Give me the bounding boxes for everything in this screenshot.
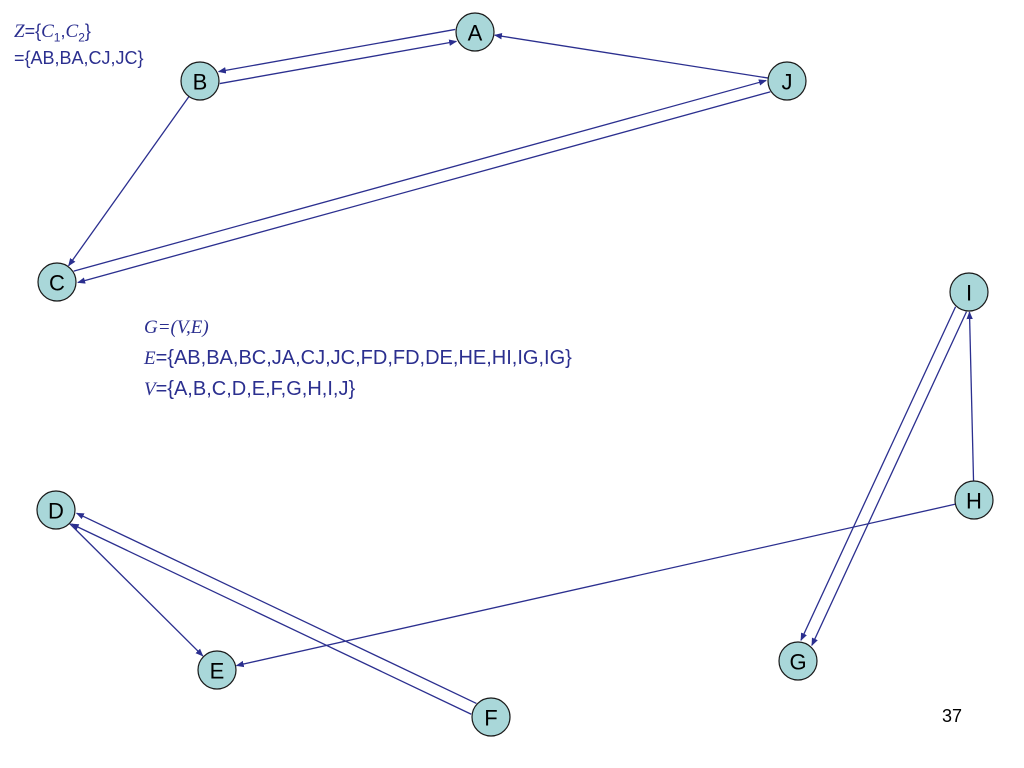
node-label: E — [210, 659, 225, 684]
z-variable: Z — [14, 21, 25, 42]
node-a: A — [455, 12, 495, 52]
edge-j-to-c — [77, 91, 771, 284]
node-label: G — [789, 650, 806, 675]
node-label: I — [966, 281, 972, 306]
edges — [68, 28, 975, 715]
node-label: F — [484, 706, 497, 731]
node-label: C — [49, 271, 65, 296]
node-f: F — [471, 697, 511, 737]
z-definition: Z={C1,C2} ={AB,BA,CJ,JC} — [14, 20, 144, 69]
nodes: A B C D E F G H I J — [36, 12, 994, 737]
edge-i-to-g — [811, 311, 968, 647]
node-circle — [949, 272, 989, 312]
node-j: J — [767, 61, 807, 101]
edge-c-to-j — [73, 79, 767, 272]
node-label: H — [966, 489, 982, 514]
node-circle — [778, 641, 818, 681]
edge-i-to-g — [800, 306, 957, 642]
edge-f-to-d — [75, 512, 477, 705]
slide-number: 37 — [941, 706, 962, 726]
node-label: D — [48, 499, 64, 524]
node-circle — [954, 480, 994, 520]
z-line-1: Z={C1,C2} — [14, 21, 91, 45]
node-i: I — [949, 272, 989, 312]
g-line: G=(V,E) — [144, 317, 209, 338]
node-e: E — [197, 650, 237, 690]
v-line: V={A,B,C,D,E,F,G,H,I,J} — [144, 378, 356, 400]
node-label: A — [468, 21, 483, 46]
node-circle — [197, 650, 237, 690]
node-circle — [767, 61, 807, 101]
node-circle — [471, 697, 511, 737]
node-circle — [180, 61, 220, 101]
z-line-2: ={AB,BA,CJ,JC} — [14, 47, 144, 68]
node-c: C — [37, 262, 77, 302]
edge-h-to-e — [235, 503, 956, 668]
node-circle — [37, 262, 77, 302]
e-line: E={AB,BA,BC,JA,CJ,JC,FD,FD,DE,HE,HI,IG,I… — [144, 347, 572, 369]
node-circle — [455, 12, 495, 52]
edge-d-to-e — [69, 522, 204, 657]
node-b: B — [180, 61, 220, 101]
node-h: H — [954, 480, 994, 520]
node-circle — [36, 490, 76, 530]
edge-f-to-d — [70, 523, 472, 715]
node-d: D — [36, 490, 76, 530]
edge-b-to-c — [68, 96, 190, 267]
node-label: B — [193, 70, 208, 95]
edge-h-to-i — [966, 311, 975, 482]
edge-a-to-b — [217, 28, 456, 74]
node-label: J — [782, 70, 793, 95]
node-g: G — [778, 641, 818, 681]
edge-b-to-a — [219, 39, 458, 85]
edge-j-to-a — [493, 33, 769, 79]
graph-definition: G=(V,E) E={AB,BA,BC,JA,CJ,JC,FD,FD,DE,HE… — [144, 312, 572, 405]
